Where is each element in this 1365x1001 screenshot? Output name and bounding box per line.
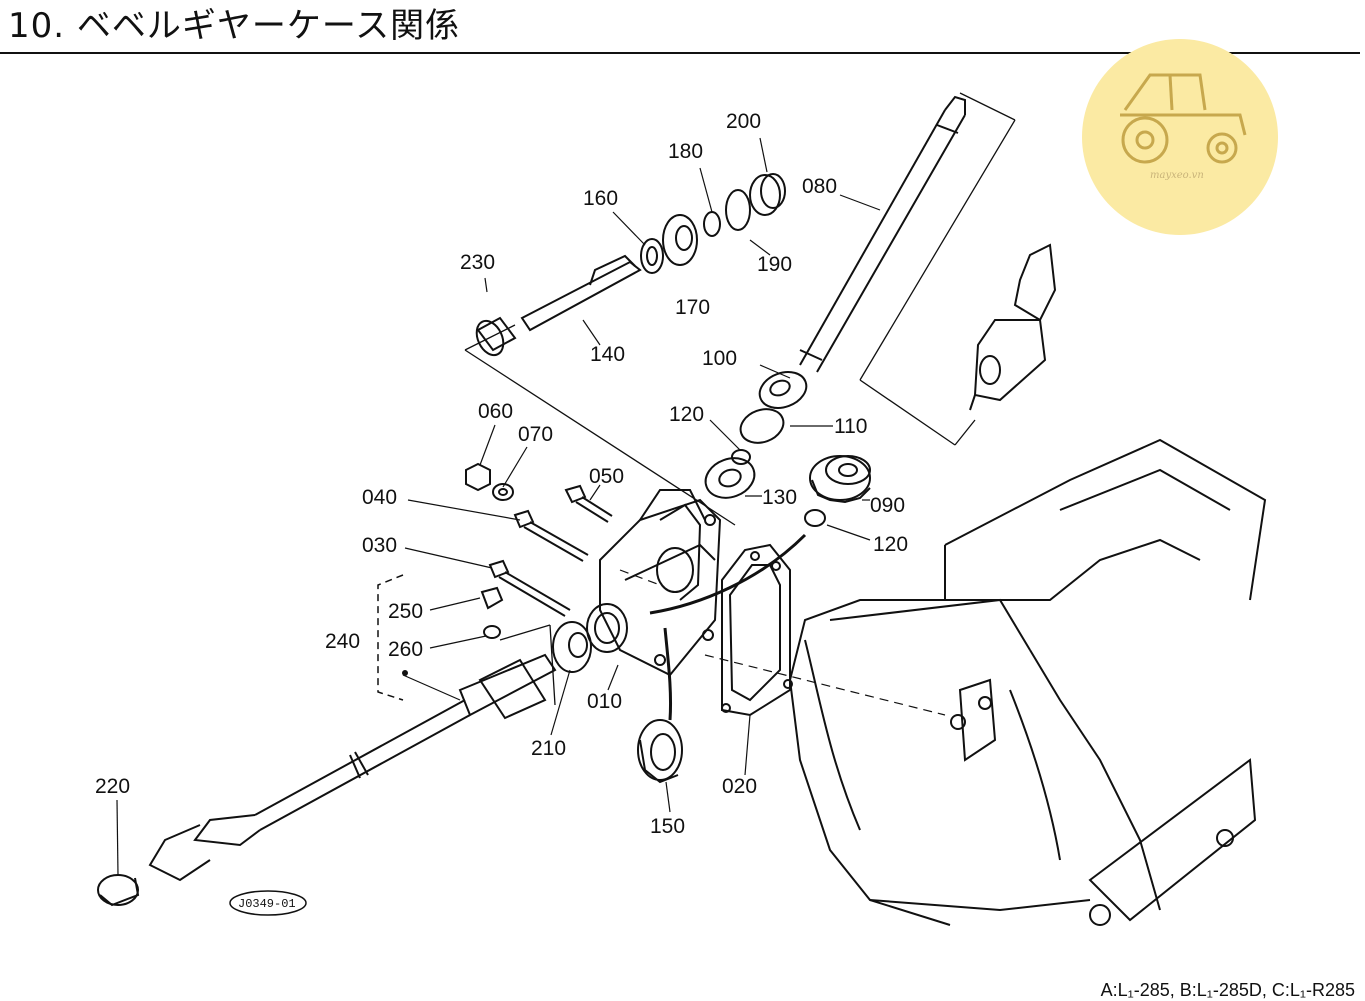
watermark-logo: mayxeo.vn [1082,39,1278,235]
label-120-upper: 120 [669,403,704,426]
pinion-150 [637,719,683,784]
label-010: 010 [587,690,622,713]
label-150: 150 [650,815,685,838]
label-220: 220 [95,775,130,798]
label-100: 100 [702,347,737,370]
cable-lines [649,533,807,721]
label-020: 020 [722,775,757,798]
page-title: 10. ベベルギヤーケース関係 [8,6,461,46]
label-230: 230 [460,251,495,274]
footer-model-list: A:L₁-285, B:L₁-285D, C:L₁-R285 [1100,980,1355,1000]
label-110: 110 [834,415,867,438]
label-120-lower: 120 [873,533,908,556]
gear-090 [809,455,871,504]
alignment-lines [619,569,946,716]
label-260: 260 [388,638,423,661]
gasket-020 [721,543,793,717]
gear-case-010 [552,489,722,677]
label-140: 140 [590,343,625,366]
label-060: 060 [478,400,513,423]
diagram-code: J0349-01 [238,897,296,911]
label-180: 180 [668,140,703,163]
label-200: 200 [726,110,761,133]
shaft-080 [799,95,966,373]
label-130: 130 [762,486,797,509]
steering-joint [969,243,1057,411]
label-080: 080 [802,175,837,198]
shaft-140 [475,254,642,357]
title-rule [0,52,1360,54]
bracket-240 [377,574,404,701]
watermark-text: mayxeo.vn [1150,170,1204,181]
label-170: 170 [675,296,710,319]
reference-lines [464,92,1016,706]
mid-bearings [704,371,826,527]
label-250: 250 [388,600,423,623]
label-050: 050 [589,465,624,488]
bolts [465,462,613,639]
label-030: 030 [362,534,397,557]
label-leaders [116,137,881,876]
drive-shaft-240 [97,653,557,907]
label-160: 160 [583,187,618,210]
transmission-housing [788,438,1267,926]
label-090: 090 [870,494,905,517]
label-240: 240 [325,630,360,653]
label-040: 040 [362,486,397,509]
dot-marker [402,670,408,676]
tractor-icon [1120,73,1247,164]
diagram-code-badge: J0349-01 [229,890,307,916]
label-070: 070 [518,423,553,446]
label-190: 190 [757,253,792,276]
label-210: 210 [531,737,566,760]
